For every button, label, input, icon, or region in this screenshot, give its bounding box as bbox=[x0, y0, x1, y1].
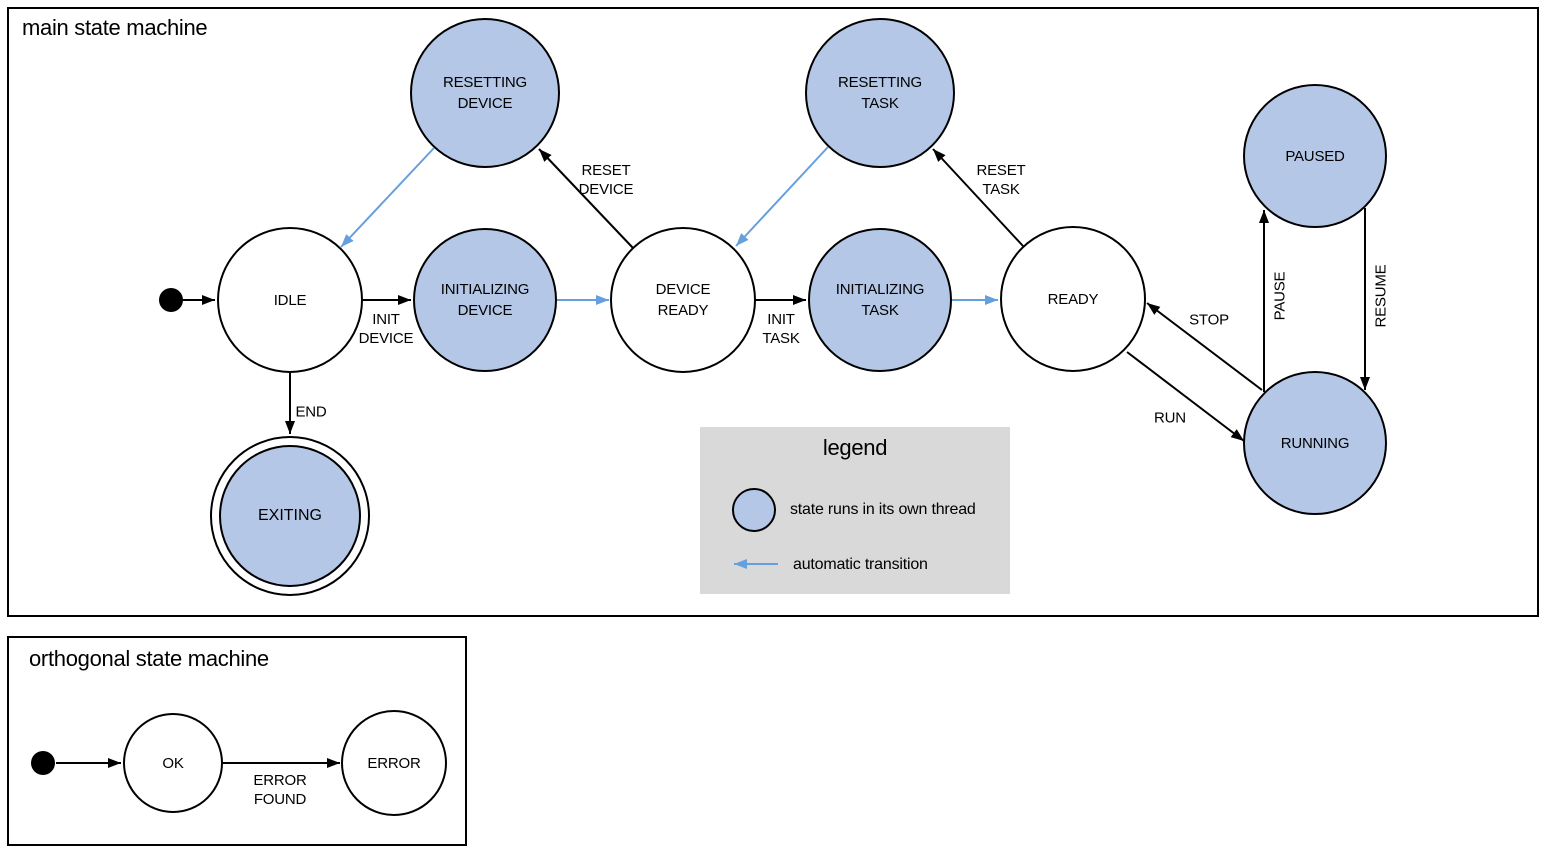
state-resetting-device: RESETTING DEVICE bbox=[410, 18, 560, 168]
state-error-label: ERROR bbox=[367, 754, 421, 772]
transition-label-reset-device: RESET DEVICE bbox=[578, 162, 634, 198]
main-state-machine-title: main state machine bbox=[22, 15, 208, 40]
state-initializing-task: INITIALIZING TASK bbox=[808, 228, 952, 372]
orthogonal-state-machine-title: orthogonal state machine bbox=[29, 646, 269, 671]
legend-panel: legend state runs in its own thread auto… bbox=[700, 427, 1010, 594]
state-device-ready: DEVICE READY bbox=[610, 227, 756, 373]
state-initializing-device-label: INITIALIZING DEVICE bbox=[440, 281, 530, 319]
state-ready: READY bbox=[1000, 226, 1146, 372]
legend-auto-item-label: automatic transition bbox=[793, 556, 928, 573]
state-exiting-label: EXITING bbox=[257, 507, 322, 524]
threaded-state-swatch-icon bbox=[732, 488, 776, 532]
state-exiting: EXITING bbox=[210, 436, 370, 596]
state-running: RUNNING bbox=[1243, 371, 1387, 515]
initial-state-dot-orthogonal bbox=[31, 751, 55, 775]
state-resetting-device-label: RESETTING DEVICE bbox=[442, 74, 528, 112]
state-resetting-task-label: RESETTING TASK bbox=[837, 74, 923, 112]
legend-title: legend bbox=[822, 435, 888, 460]
state-running-label: RUNNING bbox=[1280, 434, 1350, 452]
transition-label-init-task: INIT TASK bbox=[762, 311, 800, 347]
automatic-transition-swatch-icon bbox=[734, 559, 778, 569]
state-ready-label: READY bbox=[1047, 290, 1099, 308]
state-idle: IDLE bbox=[217, 227, 363, 373]
legend-thread-item-label: state runs in its own thread bbox=[790, 501, 976, 518]
transition-label-end: END bbox=[295, 403, 327, 421]
state-error: ERROR bbox=[341, 710, 447, 816]
transition-label-pause: PAUSE bbox=[1271, 271, 1289, 321]
transition-label-stop: STOP bbox=[1189, 311, 1229, 329]
state-idle-label: IDLE bbox=[273, 291, 307, 309]
state-initializing-task-label: INITIALIZING TASK bbox=[835, 281, 925, 319]
state-ok-label: OK bbox=[162, 754, 184, 772]
state-paused-label: PAUSED bbox=[1285, 147, 1345, 165]
state-device-ready-label: DEVICE READY bbox=[655, 281, 711, 319]
state-paused: PAUSED bbox=[1243, 84, 1387, 228]
transition-label-run: RUN bbox=[1154, 409, 1186, 427]
state-ok: OK bbox=[123, 713, 223, 813]
transition-label-error-found: ERROR FOUND bbox=[253, 772, 307, 808]
transition-label-reset-task: RESET TASK bbox=[976, 162, 1026, 198]
transition-label-resume: RESUME bbox=[1372, 264, 1390, 328]
state-initializing-device: INITIALIZING DEVICE bbox=[413, 228, 557, 372]
transition-label-init-device: INIT DEVICE bbox=[358, 311, 414, 347]
state-exiting-inner-circle: EXITING bbox=[219, 445, 361, 587]
initial-state-dot-main bbox=[159, 288, 183, 312]
state-resetting-task: RESETTING TASK bbox=[805, 18, 955, 168]
